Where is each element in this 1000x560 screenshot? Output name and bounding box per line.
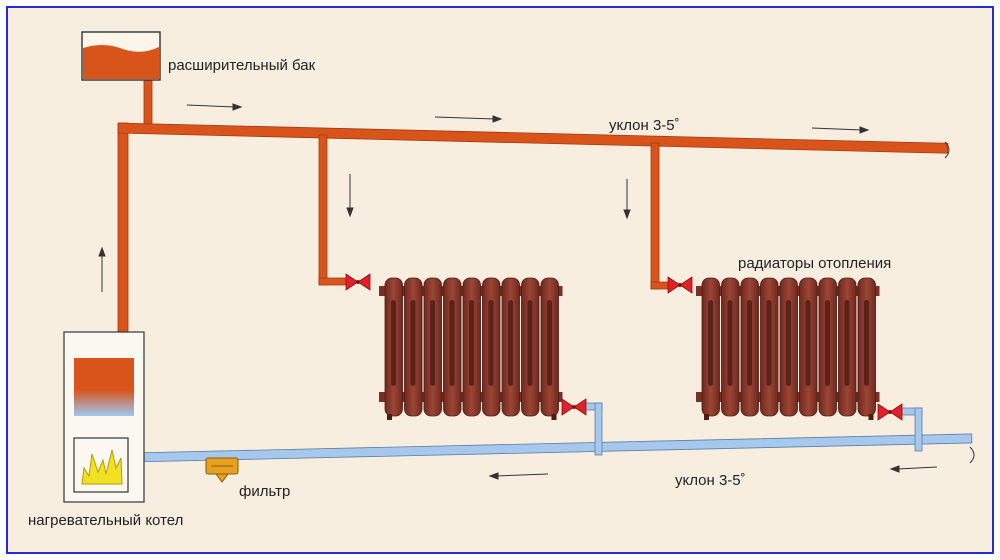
radiator-section-groove — [864, 300, 869, 386]
expansion-tank-icon — [81, 31, 161, 81]
radiator-foot — [551, 414, 557, 420]
radiator-foot — [868, 414, 874, 420]
flow-arrow-icon — [623, 179, 631, 220]
radiator1-return-valve — [561, 398, 587, 416]
radiator-foot — [387, 414, 392, 420]
boiler-water-tank — [74, 358, 134, 416]
radiator2-return-valve — [877, 403, 903, 421]
expansion-tank-riser — [143, 77, 153, 127]
radiator-section-groove — [469, 300, 474, 386]
radiator-section-groove — [508, 300, 513, 386]
return-pipe-end-cap — [969, 446, 975, 464]
valve-icon — [877, 403, 903, 421]
expansion-tank-label: расширительный бак — [168, 57, 316, 74]
radiator-section-groove — [430, 300, 435, 386]
radiator1-return-drop — [594, 402, 603, 456]
boiler-icon — [63, 331, 145, 503]
valve-icon — [345, 273, 371, 291]
radiator-section-groove — [708, 300, 713, 386]
diagram-frame: расширительный бак уклон 3-5˚ радиаторы … — [6, 6, 994, 554]
radiator-section-groove — [449, 300, 455, 386]
radiator-icon — [696, 277, 880, 420]
radiator2-return-drop — [914, 407, 923, 452]
filter-label: фильтр — [239, 483, 291, 500]
radiator-section-groove — [727, 300, 733, 386]
supply-pipe-end-cap — [944, 141, 950, 159]
radiator2-supply-drop — [650, 142, 660, 290]
radiator-foot — [704, 414, 709, 420]
radiator2-supply-valve — [667, 276, 693, 294]
radiator-section-groove — [844, 300, 850, 386]
supply-slope-label: уклон 3-5˚ — [609, 117, 680, 134]
radiator-section-groove — [527, 300, 533, 386]
radiator-section-groove — [391, 300, 396, 386]
radiators-label: радиаторы отопления — [738, 255, 892, 272]
flow-arrow-icon — [811, 126, 870, 134]
radiator-section-groove — [825, 300, 830, 386]
radiator1-supply-drop — [318, 134, 328, 286]
radiator-section-groove — [766, 300, 772, 386]
radiator1-supply-valve — [345, 273, 371, 291]
radiator-section-groove — [488, 300, 494, 386]
return-slope-label: уклон 3-5˚ — [675, 472, 746, 489]
flow-arrow-icon — [98, 246, 106, 292]
flow-arrow-icon — [186, 103, 243, 111]
radiator-section-groove — [547, 300, 552, 386]
heating-system-diagram — [63, 31, 975, 503]
flow-arrows — [98, 103, 938, 480]
filter-icon — [205, 457, 239, 483]
radiator-icon — [379, 277, 563, 420]
flow-arrow-icon — [434, 115, 503, 123]
valve-icon — [667, 276, 693, 294]
flow-arrow-icon — [346, 174, 354, 218]
radiator-section-groove — [805, 300, 811, 386]
radiator-section-groove — [410, 300, 416, 386]
return-main-pipe — [131, 433, 973, 463]
supply-main-pipe — [117, 122, 949, 154]
radiator-section-groove — [786, 300, 791, 386]
flow-arrow-icon — [488, 472, 549, 480]
flow-arrow-icon — [889, 465, 938, 473]
flame-icon — [81, 449, 123, 485]
valve-icon — [561, 398, 587, 416]
boiler-supply-riser — [117, 122, 129, 334]
radiator-section-groove — [747, 300, 752, 386]
boiler-label: нагревательный котел — [28, 512, 184, 529]
